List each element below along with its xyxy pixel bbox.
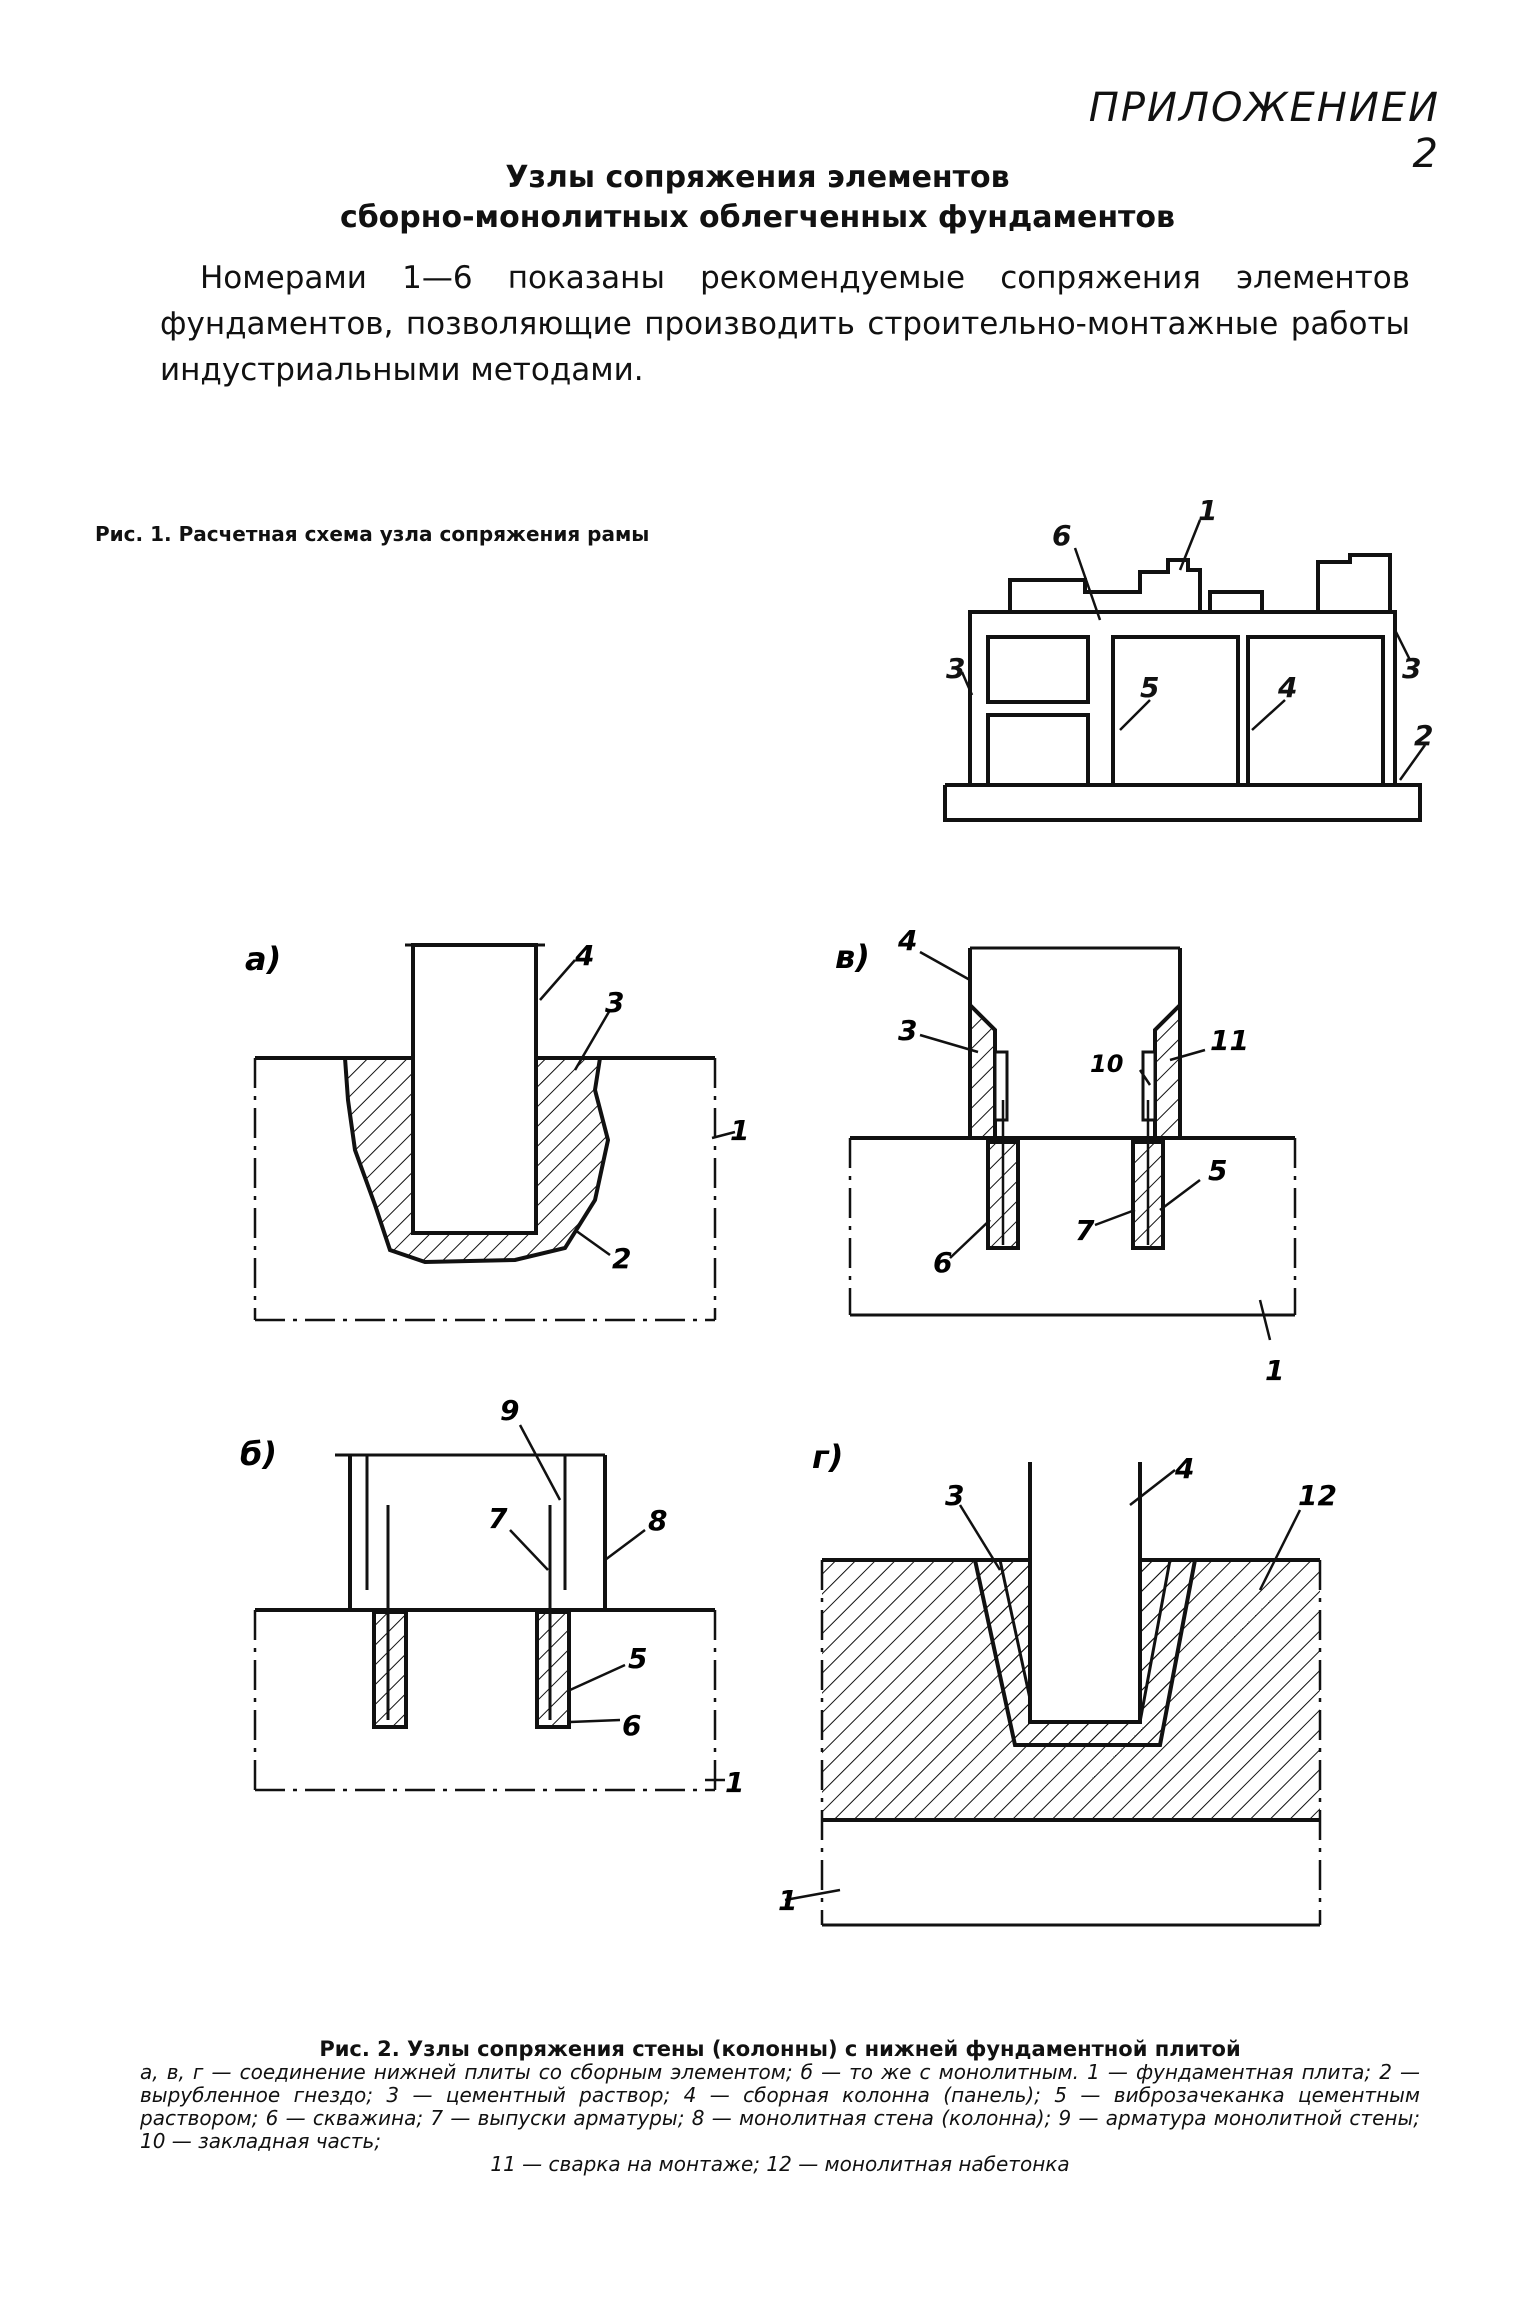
right-wall-section <box>1153 1000 1182 1140</box>
panel-a-label-2: 2 <box>612 1242 631 1275</box>
fig1-label-3-right: 3 <box>1402 652 1421 685</box>
panel-b-label-1: 1 <box>725 1766 744 1799</box>
frame-cell-bottom-left <box>986 713 1090 787</box>
panel-g-label-1: 1 <box>778 1884 797 1917</box>
panel-a: а) 4 3 1 2 <box>245 939 749 1322</box>
panel-a-label-4: 4 <box>574 939 594 972</box>
left-wall-section <box>968 1000 997 1140</box>
frame-cell-middle <box>1111 635 1240 787</box>
panel-g: г) 4 3 12 1 <box>778 1438 1337 1927</box>
panel-v: в) 4 3 10 11 5 7 <box>835 924 1297 1387</box>
panel-v-label-4: 4 <box>897 924 917 957</box>
fig1-label-3-left: 3 <box>946 652 965 685</box>
panel-v-label-10: 10 <box>1090 1050 1123 1078</box>
panel-b-letter: б) <box>240 1435 277 1473</box>
panel-b-label-9: 9 <box>500 1394 519 1427</box>
title-line-2: сборно-монолитных облегченных фундаменто… <box>339 200 1176 235</box>
figure1-labels: 6 1 3 5 4 3 2 <box>946 494 1433 752</box>
frame-base-slab <box>943 783 1422 822</box>
figure1-leaders <box>960 519 1427 781</box>
panel-v-label-1: 1 <box>1265 1354 1284 1387</box>
fig1-label-5: 5 <box>1140 671 1159 704</box>
fig1-label-6: 6 <box>1052 519 1071 552</box>
page-title: Узлы сопряжения элементов сборно-монолит… <box>0 158 1515 238</box>
panel-g-label-12: 12 <box>1298 1479 1337 1512</box>
figure2-caption: Рис. 2. Узлы сопряжения стены (колонны) … <box>140 2038 1420 2176</box>
appendix-label: ПРИЛОЖЕНИЕИ 2 <box>1088 85 1440 177</box>
precast-column-g <box>1028 1458 1142 1724</box>
frame-cell-right <box>1246 635 1385 787</box>
panel-a-label-3: 3 <box>605 986 624 1019</box>
left-embedded-plate <box>993 1050 1009 1122</box>
intro-paragraph: Номерами 1—6 показаны рекомендуемые сопр… <box>160 260 1410 388</box>
frame-top-blocks-2 <box>1208 590 1264 612</box>
panel-v-label-7: 7 <box>1075 1214 1095 1247</box>
figure2-caption-heading: Рис. 2. Узлы сопряжения стены (колонны) … <box>319 2037 1241 2061</box>
right-grouted-well <box>535 1610 571 1729</box>
panel-v-label-11: 11 <box>1210 1024 1249 1057</box>
figure1-frame-diagram <box>943 553 1422 822</box>
panel-g-label-4: 4 <box>1174 1452 1194 1485</box>
panel-b-label-6: 6 <box>622 1709 641 1742</box>
figure2-caption-body: а, в, г — соединение нижней плиты со сбо… <box>140 2060 1420 2153</box>
figure2-caption-last-line: 11 — сварка на монтаже; 12 — монолитная … <box>490 2152 1070 2176</box>
frame-top-blocks <box>1008 558 1202 612</box>
panel-a-label-1: 1 <box>730 1114 749 1147</box>
panel-v-letter: в) <box>835 938 870 976</box>
panel-b-label-8: 8 <box>648 1504 667 1537</box>
title-line-1: Узлы сопряжения элементов <box>505 160 1010 195</box>
precast-column <box>411 943 538 1235</box>
frame-top-blocks-3 <box>1316 553 1392 612</box>
panel-v-label-3: 3 <box>898 1014 917 1047</box>
panel-g-letter: г) <box>812 1438 843 1476</box>
fig1-label-4: 4 <box>1277 671 1297 704</box>
fig1-label-2: 2 <box>1414 719 1433 752</box>
panel-v-label-6: 6 <box>933 1246 952 1279</box>
panel-b-label-5: 5 <box>628 1642 647 1675</box>
panel-a-letter: а) <box>245 940 281 978</box>
panel-v-label-5: 5 <box>1208 1154 1227 1187</box>
panel-b: б) 9 7 8 5 6 1 <box>240 1394 744 1799</box>
panel-b-label-7: 7 <box>488 1502 508 1535</box>
left-grouted-well <box>372 1610 408 1729</box>
panel-g-label-3: 3 <box>945 1479 964 1512</box>
figure1-caption: Рис. 1. Расчетная схема узла сопряжения … <box>95 522 650 546</box>
fig1-label-1: 1 <box>1198 494 1217 527</box>
frame-cell-top-left <box>986 635 1090 704</box>
